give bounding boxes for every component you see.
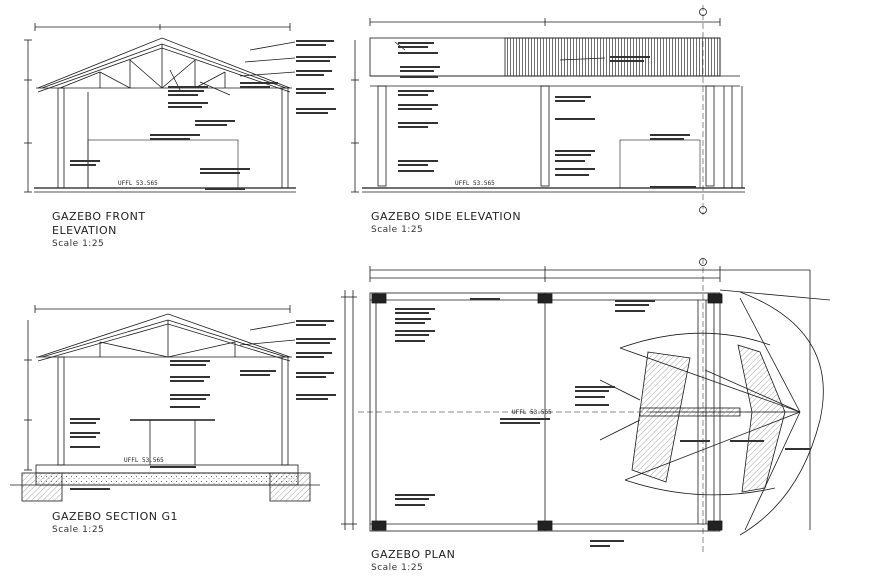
front-title-line1: GAZEBO FRONT [52, 210, 146, 223]
front-note-blocks [70, 40, 336, 190]
side-title: GAZEBO SIDE ELEVATION [371, 210, 522, 223]
section-note-blocks [70, 320, 336, 490]
plan-note-blocks [395, 298, 811, 547]
side-level-mark: UFFL 53.565 [455, 180, 495, 187]
plan-level-mark: UFFL 53.565 [512, 409, 552, 416]
plan-title: GAZEBO PLAN [371, 548, 456, 561]
section-drawing [10, 305, 320, 502]
plan-drawing [341, 258, 831, 555]
front-elevation-drawing [24, 23, 296, 193]
section-title: GAZEBO SECTION G1 [52, 510, 179, 523]
section-level-mark: UFFL 53.565 [124, 457, 164, 464]
side-note-blocks [398, 42, 696, 188]
front-title-line2: ELEVATION [52, 224, 117, 237]
front-scale: Scale 1:25 [52, 239, 105, 249]
section-scale: Scale 1:25 [52, 525, 105, 535]
front-level-mark: UFFL 53.565 [118, 180, 158, 187]
side-scale: Scale 1:25 [371, 225, 424, 235]
plan-scale: Scale 1:25 [371, 563, 424, 573]
